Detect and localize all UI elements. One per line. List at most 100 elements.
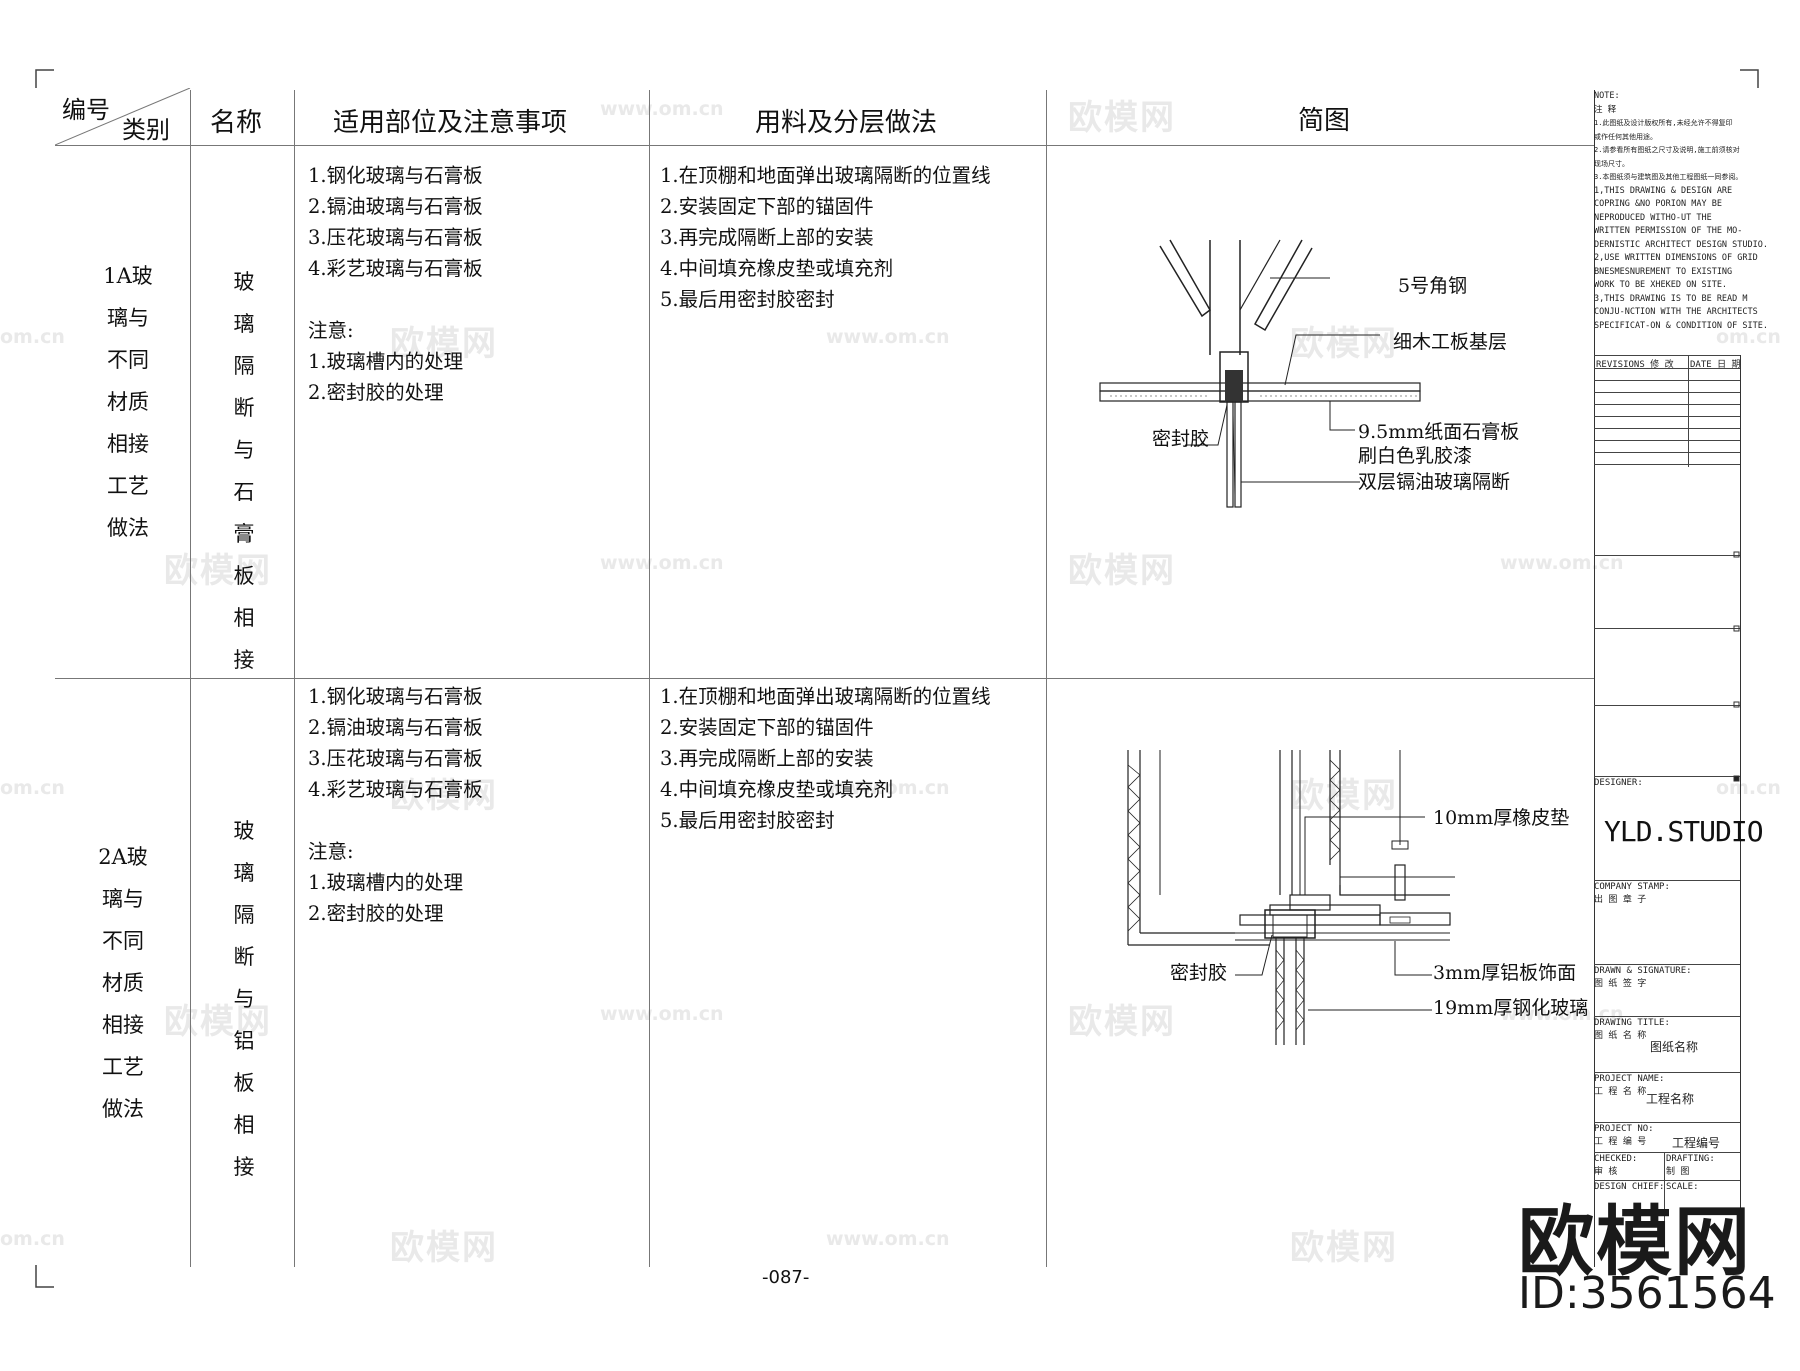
- note-en: 3,THIS DRAWING IS TO BE READ M: [1594, 293, 1748, 304]
- step-item: 2.安装固定下部的锚固件: [660, 716, 874, 739]
- watermark-url: www.om.cn: [1500, 1003, 1624, 1025]
- project-name-label: PROJECT NAME:: [1594, 1074, 1665, 1084]
- name-char: 相: [233, 606, 255, 630]
- brand-logo: 欧模网: [1518, 1197, 1752, 1286]
- title-block-border: [1740, 355, 1741, 1255]
- step-item: 5.最后用密封胶密封: [660, 809, 835, 832]
- detail-drawing-1: [1099, 239, 1421, 508]
- row1-category: 1A玻 璃与 不同 材质 相接 工艺 做法: [93, 255, 163, 549]
- scope-item: 1.钢化玻璃与石膏板: [308, 685, 483, 708]
- column-divider: [649, 90, 650, 1267]
- revisions-rule: [1594, 404, 1740, 405]
- column-divider: [1046, 90, 1047, 1267]
- watermark-logo: 欧模网: [164, 1002, 272, 1042]
- title-block-rule: [1594, 1152, 1740, 1153]
- step-item: 2.安装固定下部的锚固件: [660, 195, 874, 218]
- project-name-value: 工程名称: [1646, 1092, 1695, 1106]
- name-char: 相: [233, 1113, 255, 1137]
- watermark-url: www.om.cn: [826, 777, 950, 799]
- checked-label: CHECKED:: [1594, 1154, 1638, 1164]
- category-char: 工艺: [102, 1055, 144, 1079]
- category-char: 不同: [102, 929, 144, 953]
- title-block-rule: [1594, 1122, 1740, 1123]
- category-char: 工艺: [107, 474, 149, 498]
- header-divider: [55, 145, 1595, 146]
- page-number: -087-: [762, 1267, 810, 1288]
- designer-label: DESIGNER:: [1594, 778, 1643, 788]
- step-item: 4.中间填充橡皮垫或填充剂: [660, 257, 894, 280]
- row2-scope-list: 1.钢化玻璃与石膏板 2.镉油玻璃与石膏板 3.压花玻璃与石膏板 4.彩艺玻璃与…: [308, 681, 483, 929]
- step-item: 4.中间填充橡皮垫或填充剂: [660, 778, 894, 801]
- scope-item: 2.镉油玻璃与石膏板: [308, 195, 483, 218]
- watermark-url: www.om.cn: [600, 552, 724, 574]
- note-label: NOTE:: [1594, 91, 1620, 101]
- revisions-rule: [1594, 380, 1740, 381]
- name-char: 隔: [233, 354, 255, 378]
- title-block-rule: [1594, 1180, 1740, 1181]
- name-char: 板: [233, 564, 255, 588]
- title-block-rule: [1594, 1072, 1740, 1073]
- revisions-label: REVISIONS 修 改: [1596, 360, 1674, 370]
- company-stamp-label: COMPANY STAMP:: [1594, 882, 1670, 892]
- header-name: 名称: [210, 108, 263, 138]
- note-label-cn: 注 释: [1594, 104, 1617, 115]
- watermark-logo: 欧模网: [1068, 1002, 1176, 1042]
- callout-glass: 19mm厚钢化玻璃: [1433, 997, 1589, 1019]
- note-en: BNESMESNUREMENT TO EXISTING: [1594, 266, 1733, 277]
- row1-scope-list: 1.钢化玻璃与石膏板 2.镉油玻璃与石膏板 3.压花玻璃与石膏板 4.彩艺玻璃与…: [308, 160, 483, 408]
- note-en: 1,THIS DRAWING & DESIGN ARE: [1594, 185, 1733, 196]
- note-cn: 1.此图纸及设计版权所有,未经允许不得复印: [1594, 119, 1733, 127]
- step-item: 1.在顶棚和地面弹出玻璃隔断的位置线: [660, 685, 991, 708]
- drawing-title-label: DRAWING TITLE:: [1594, 1018, 1670, 1028]
- name-char: 铝: [233, 1029, 255, 1053]
- watermark-url: www.om.cn: [826, 326, 950, 348]
- name-char: 板: [233, 1071, 255, 1095]
- row-divider: [55, 678, 1595, 679]
- drafting-label: DRAFTING:: [1666, 1154, 1715, 1164]
- note-item: 2.密封胶的处理: [308, 902, 444, 925]
- revisions-rule: [1594, 355, 1740, 356]
- project-no-value: 工程编号: [1672, 1136, 1721, 1150]
- watermark-logo: 欧模网: [164, 551, 272, 591]
- title-block-rule: [1594, 776, 1740, 777]
- note-item: 2.密封胶的处理: [308, 381, 444, 404]
- scope-item: 3.压花玻璃与石膏板: [308, 226, 483, 249]
- drafting-cn: 制 图: [1666, 1167, 1690, 1177]
- step-item: 3.再完成隔断上部的安装: [660, 747, 874, 770]
- watermark-url: om.cn: [0, 1228, 65, 1250]
- row2-category: 2A玻 璃与 不同 材质 相接 工艺 做法: [88, 836, 158, 1130]
- note-en: 2,USE WRITTEN DIMENSIONS OF GRID: [1594, 253, 1758, 263]
- watermark-logo: 欧模网: [1290, 776, 1398, 816]
- note-en: COPRING &NO PORION MAY BE: [1594, 199, 1722, 209]
- project-no-cn: 工 程 编 号: [1594, 1137, 1647, 1147]
- date-label: DATE 日 期: [1690, 360, 1741, 370]
- revisions-rule: [1594, 452, 1740, 453]
- note-item: 1.玻璃槽内的处理: [308, 871, 464, 894]
- title-block-rule: [1594, 964, 1740, 965]
- watermark-logo: 欧模网: [1068, 551, 1176, 591]
- category-char: 材质: [102, 971, 144, 995]
- header-materials: 用料及分层做法: [755, 108, 938, 138]
- drawn-cn: 图 纸 签 字: [1594, 979, 1647, 989]
- name-char: 断: [233, 396, 255, 420]
- callout-gypsum: 9.5mm纸面石膏板: [1358, 421, 1520, 443]
- watermark-logo: 欧模网: [390, 1228, 498, 1268]
- callout-glass: 双层镉油玻璃隔断: [1358, 471, 1511, 493]
- category-char: 材质: [107, 390, 149, 414]
- header-category: 类别: [122, 116, 170, 144]
- name-char: 石: [233, 480, 255, 504]
- title-block-col: [1664, 1152, 1665, 1252]
- name-char: 玻: [233, 270, 255, 294]
- category-char: 1A玻: [103, 264, 153, 288]
- category-char: 璃与: [107, 306, 149, 330]
- scope-item: 4.彩艺玻璃与石膏板: [308, 257, 483, 280]
- watermark-url: www.om.cn: [1500, 552, 1624, 574]
- note-cn: 2.请参看所有图纸之尺寸及说明,施工前须核对: [1594, 146, 1740, 154]
- watermark-url: om.cn: [1716, 326, 1781, 348]
- project-no-label: PROJECT NO:: [1594, 1124, 1654, 1134]
- watermark-url: om.cn: [0, 326, 65, 348]
- watermark-logo: 欧模网: [390, 324, 498, 364]
- checked-cn: 审 核: [1594, 1167, 1618, 1177]
- title-block-rule: [1594, 880, 1740, 881]
- brand-id: ID:3561564: [1518, 1268, 1776, 1319]
